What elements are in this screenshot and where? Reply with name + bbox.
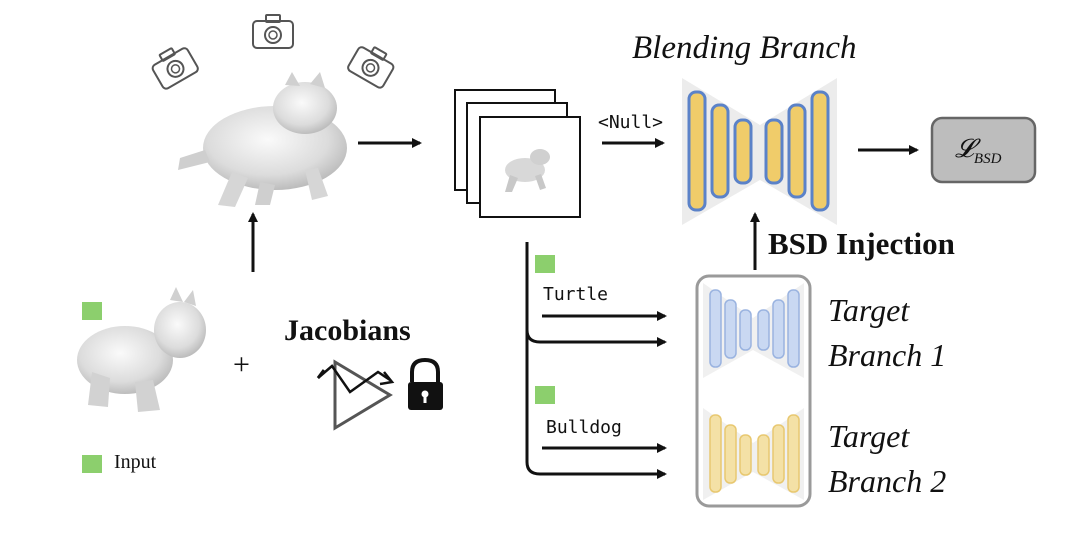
loss-box [930, 116, 1037, 184]
deformed-mesh-render [178, 72, 347, 207]
target-branch-2-line2: Branch 2 [828, 463, 947, 499]
target-branch-2-line1: Target [828, 418, 910, 454]
jacobian-triangle-icon [316, 359, 395, 431]
input-mesh-render [77, 287, 206, 412]
legend-input-label: Input [114, 451, 157, 473]
loss-symbol: 𝓛 [955, 134, 974, 163]
jacobians-label: Jacobians [284, 314, 411, 347]
prompt-turtle: Turtle [543, 284, 609, 305]
blending-unet [682, 78, 837, 225]
camera-icon [151, 47, 199, 90]
plus-sign: + [233, 348, 250, 381]
null-token-label: <Null> [598, 112, 664, 133]
loss-subscript: BSD [973, 151, 1002, 168]
loss-label: 𝓛BSD [955, 134, 1001, 168]
rendered-views-stack [454, 89, 581, 218]
lock-icon [408, 357, 443, 410]
input-marker [535, 255, 555, 273]
bsd-injection-label: BSD Injection [768, 226, 955, 261]
target-unet-1 [703, 283, 804, 378]
blending-branch-title: Blending Branch [632, 30, 857, 66]
target-branch-1-line1: Target [828, 292, 910, 328]
input-marker [535, 386, 555, 404]
target-branch-1-line2: Branch 1 [828, 337, 947, 373]
camera-icon [347, 46, 395, 89]
prompt-bulldog: Bulldog [546, 417, 622, 438]
legend-input-marker [82, 455, 102, 473]
camera-icon [252, 14, 294, 49]
input-marker [82, 302, 102, 320]
condition-feed-lines [525, 242, 667, 479]
target-unet-2 [703, 408, 804, 500]
